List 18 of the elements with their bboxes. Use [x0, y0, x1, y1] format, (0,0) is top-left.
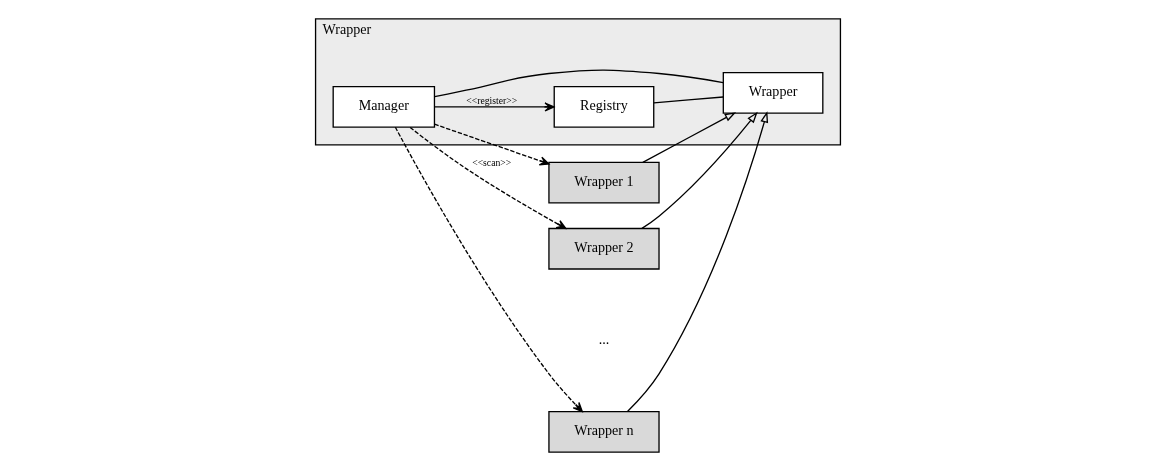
node-box: Wrapper 1	[547, 161, 660, 204]
node-box: Wrapper 2	[547, 227, 660, 270]
node-box: Wrapper n	[547, 411, 660, 453]
connector	[433, 69, 724, 98]
edge-label: <<register>>	[465, 95, 517, 107]
node-box: Registry	[553, 86, 654, 128]
arrow	[409, 126, 566, 230]
label: ...	[598, 330, 609, 347]
arrow	[433, 123, 550, 166]
node-box: Wrapper	[722, 71, 823, 114]
edge-label: <<scan>>	[471, 156, 511, 168]
arrow	[641, 112, 736, 163]
arrow	[626, 111, 768, 413]
connector	[652, 96, 724, 104]
arrow	[394, 126, 583, 413]
arrow	[433, 102, 554, 112]
node-box: Manager	[332, 86, 435, 128]
arrow	[640, 111, 758, 230]
